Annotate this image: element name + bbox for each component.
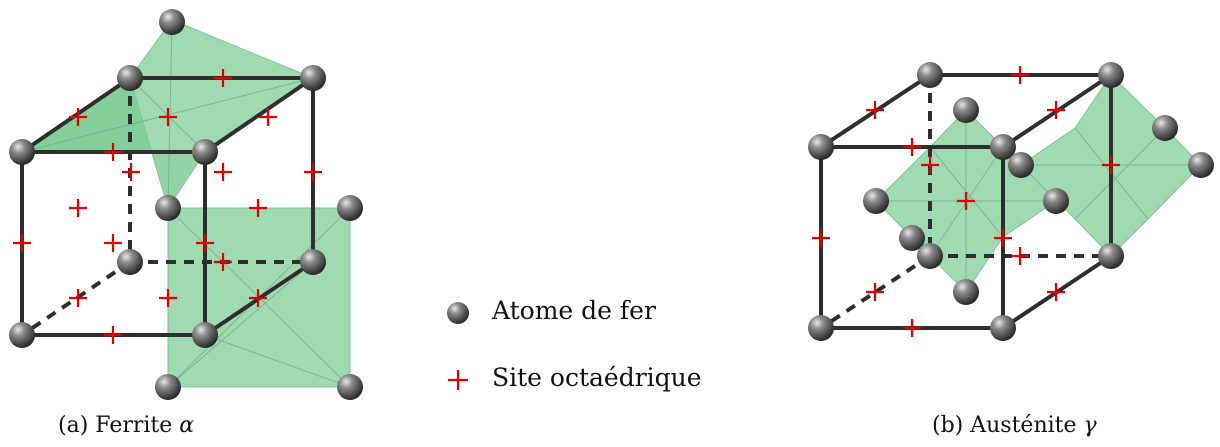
ferrite-sites	[13, 69, 322, 344]
austenite-sites	[812, 66, 1120, 337]
legend-site-label: Site octaédrique	[492, 363, 702, 392]
iron-atom	[1188, 152, 1214, 178]
iron-atom	[917, 243, 943, 269]
iron-atom	[1098, 243, 1124, 269]
iron-atom	[192, 322, 218, 348]
iron-atom	[1043, 188, 1069, 214]
iron-atom	[899, 225, 925, 251]
iron-atom	[990, 315, 1016, 341]
iron-atom	[917, 62, 943, 88]
iron-atom	[155, 374, 181, 400]
iron-atom	[159, 9, 185, 35]
caption-ferrite: (a) Ferrite α	[58, 413, 194, 438]
iron-atom	[300, 65, 326, 91]
iron-atom	[155, 195, 181, 221]
caption-austenite-text: (b) Austénite	[932, 413, 1084, 438]
austenite-fcc-cell	[808, 62, 1214, 341]
iron-atom	[953, 97, 979, 123]
iron-atom	[337, 374, 363, 400]
iron-atom	[1098, 62, 1124, 88]
legend	[447, 302, 469, 390]
iron-atom	[953, 279, 979, 305]
iron-atom	[808, 315, 834, 341]
iron-atom	[808, 134, 834, 160]
iron-atom	[9, 322, 35, 348]
iron-atom	[1008, 152, 1034, 178]
legend-atom-label: Atome de fer	[492, 296, 656, 325]
iron-atom	[337, 195, 363, 221]
caption-austenite-symbol: γ	[1083, 413, 1097, 438]
iron-atom	[300, 249, 326, 275]
caption-ferrite-symbol: α	[179, 413, 195, 438]
ferrite-atoms	[9, 9, 363, 400]
octahedral-site-icon	[448, 370, 468, 390]
iron-atom	[192, 139, 218, 165]
iron-atom	[990, 134, 1016, 160]
iron-atom	[1152, 115, 1178, 141]
iron-atom	[117, 65, 143, 91]
iron-atom	[117, 249, 143, 275]
caption-austenite: (b) Austénite γ	[932, 413, 1097, 438]
iron-atom	[863, 188, 889, 214]
caption-ferrite-text: (a) Ferrite	[58, 413, 180, 438]
iron-atom	[9, 139, 35, 165]
iron-atom-icon	[447, 302, 469, 324]
austenite-atoms	[808, 62, 1214, 341]
ferrite-bcc-cell	[9, 9, 363, 400]
